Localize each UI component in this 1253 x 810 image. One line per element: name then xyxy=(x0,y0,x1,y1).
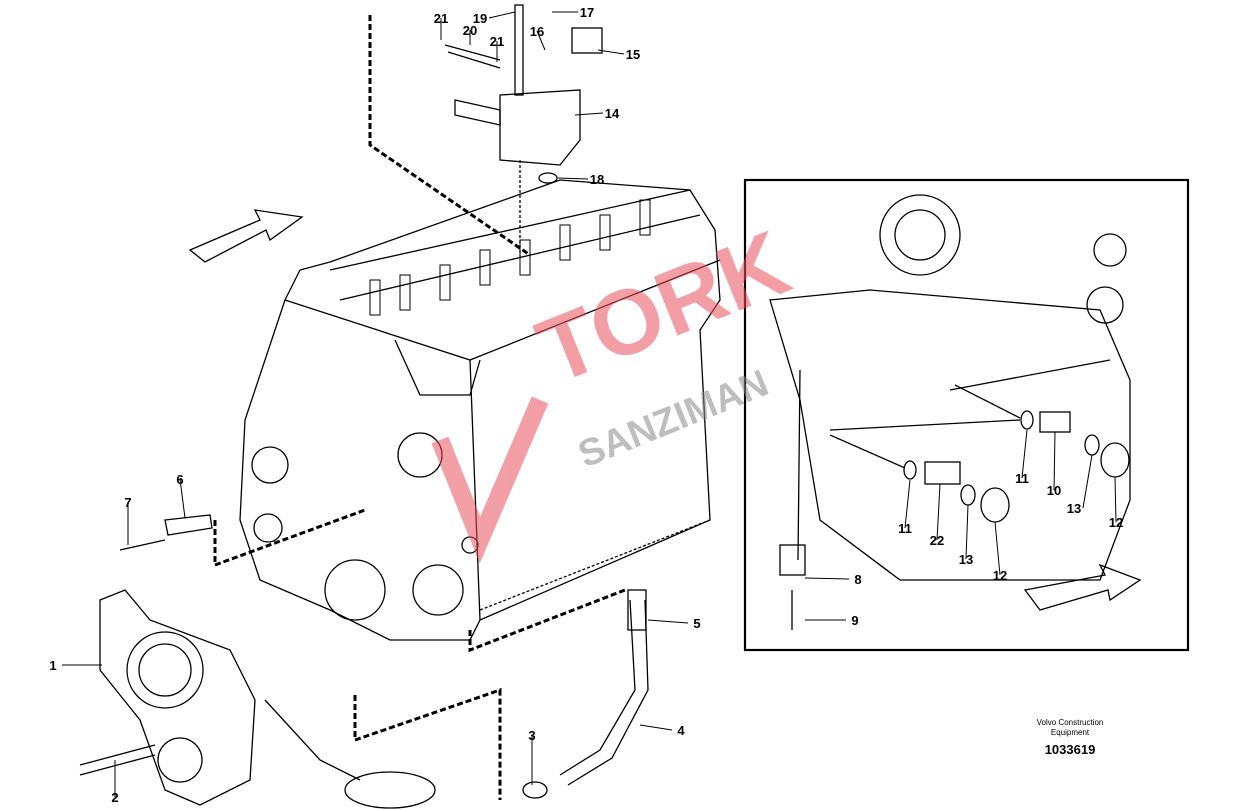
part-callout-5: 5 xyxy=(693,616,700,631)
leader-line xyxy=(574,112,604,116)
part-callout-20: 20 xyxy=(463,23,477,38)
leader-line xyxy=(647,619,689,624)
publisher-line-1: Volvo Construction xyxy=(1036,718,1104,727)
leader-line xyxy=(994,521,1001,576)
part-callout-21: 21 xyxy=(490,34,504,49)
leader-line xyxy=(488,11,516,19)
part-callout-13: 13 xyxy=(959,552,973,567)
part-callout-4: 4 xyxy=(677,723,685,738)
part-callout-17: 17 xyxy=(580,5,594,20)
publisher-line-2: Equipment xyxy=(1050,728,1090,737)
leader-line xyxy=(597,49,625,55)
part-callout-16: 16 xyxy=(530,24,544,39)
detail-inset xyxy=(743,178,1190,652)
valve-housing xyxy=(499,89,581,166)
leader-line xyxy=(179,478,186,519)
part-callout-11: 11 xyxy=(1015,471,1029,486)
part-callout-10: 10 xyxy=(1047,483,1061,498)
part-callout-7: 7 xyxy=(124,495,131,510)
drawing-caption: Volvo Construction Equipment 1033619 xyxy=(1010,718,1130,757)
leader-line xyxy=(536,30,546,51)
part-callout-11: 11 xyxy=(898,521,912,536)
leader-line xyxy=(557,177,589,180)
leader-line xyxy=(904,479,911,529)
part-callout-22: 22 xyxy=(930,533,944,548)
part-callout-8: 8 xyxy=(854,572,861,587)
part-callout-3: 3 xyxy=(528,728,535,743)
part-callout-2: 2 xyxy=(111,790,118,805)
leader-line xyxy=(1082,454,1093,509)
watermark: TORK SANZIMAN xyxy=(431,212,803,564)
part-callout-18: 18 xyxy=(590,172,604,187)
leader-line xyxy=(1114,476,1117,523)
part-callout-14: 14 xyxy=(605,106,620,121)
part-callout-12: 12 xyxy=(1109,515,1123,530)
leader-line xyxy=(1021,429,1028,479)
part-callout-13: 13 xyxy=(1067,501,1081,516)
leader-line xyxy=(965,504,969,560)
leader-line xyxy=(1053,431,1056,491)
direction-arrow xyxy=(188,209,304,263)
part-callout-1: 1 xyxy=(49,658,56,673)
part-callout-21: 21 xyxy=(434,11,448,26)
oil-pump xyxy=(99,589,256,806)
part-callout-12: 12 xyxy=(993,568,1007,583)
part-callout-6: 6 xyxy=(176,472,183,487)
leader-line xyxy=(639,724,673,731)
leader-line xyxy=(804,577,850,580)
oil-tube xyxy=(559,599,649,786)
part-callout-19: 19 xyxy=(473,11,487,26)
leader-line xyxy=(936,483,941,541)
part-callout-9: 9 xyxy=(851,613,858,628)
part-callout-15: 15 xyxy=(626,47,640,62)
drawing-number: 1033619 xyxy=(1044,742,1096,757)
